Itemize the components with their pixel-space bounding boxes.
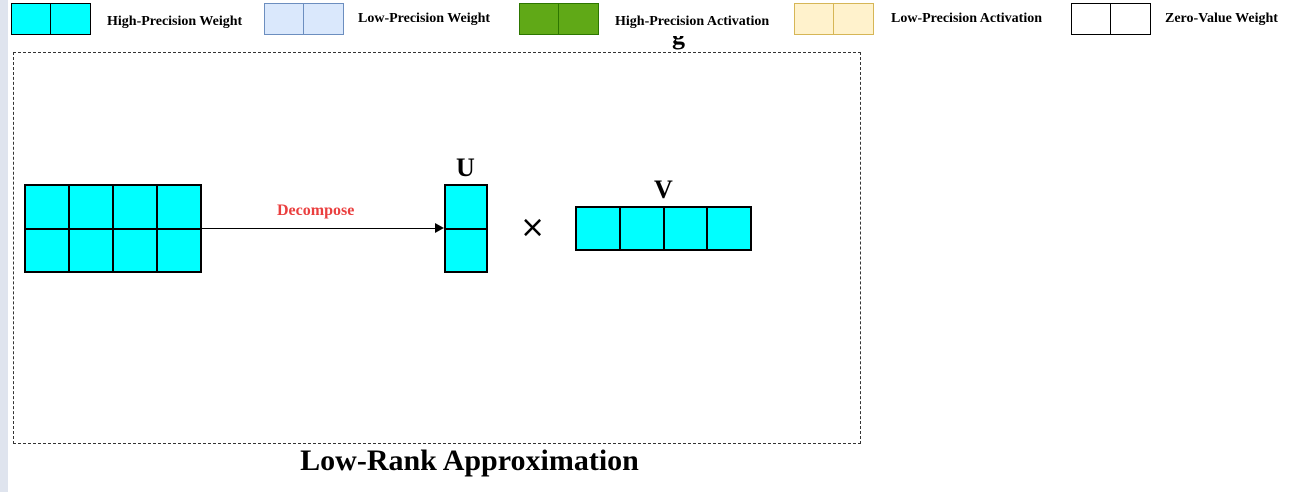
decompose-arrow	[202, 228, 435, 229]
original-matrix-cell	[69, 228, 113, 272]
original-matrix-cell	[113, 185, 157, 229]
v-matrix-cell	[576, 207, 620, 250]
legend-label-high-precision-weight: High-Precision Weight	[107, 14, 243, 29]
original-matrix-cell	[25, 228, 69, 272]
legend-swatch-high-precision-weight	[11, 3, 91, 35]
v-matrix-cell	[707, 207, 751, 250]
original-matrix-cell	[25, 185, 69, 229]
legend-label-low-precision-weight: Low-Precision Weight	[358, 11, 491, 26]
v-matrix-cell	[619, 207, 664, 250]
u-matrix-label: U	[456, 153, 475, 182]
original-matrix-cell	[157, 228, 201, 272]
multiply-icon: ×	[520, 210, 546, 245]
u-matrix-cell	[445, 228, 487, 272]
legend-swatch-low-precision-weight	[264, 3, 344, 35]
clipped-glyph: g	[672, 36, 685, 50]
u-matrix	[444, 184, 488, 273]
original-matrix-cell	[69, 185, 113, 229]
original-weight-matrix	[24, 184, 202, 273]
decompose-label: Decompose	[277, 202, 355, 219]
legend-label-zero-value-weight: Zero-Value Weight	[1165, 11, 1278, 26]
original-matrix-cell	[157, 185, 201, 229]
legend-swatch-low-precision-activation	[794, 3, 874, 35]
v-matrix-label: V	[654, 175, 673, 204]
legend-label-low-precision-activation: Low-Precision Activation	[891, 11, 1043, 26]
v-matrix-cell	[663, 207, 708, 250]
legend-label-high-precision-activation: High-Precision Activation	[615, 14, 770, 29]
legend-swatch-zero-value-weight	[1071, 3, 1151, 35]
diagram-title: Low-Rank Approximation	[300, 444, 639, 477]
u-matrix-cell	[445, 185, 487, 229]
arrow-head-icon	[435, 223, 444, 233]
v-matrix	[575, 206, 752, 251]
window-edge	[0, 0, 8, 492]
legend-swatch-high-precision-activation	[519, 3, 599, 35]
original-matrix-cell	[113, 228, 157, 272]
diagram-frame	[13, 52, 861, 444]
